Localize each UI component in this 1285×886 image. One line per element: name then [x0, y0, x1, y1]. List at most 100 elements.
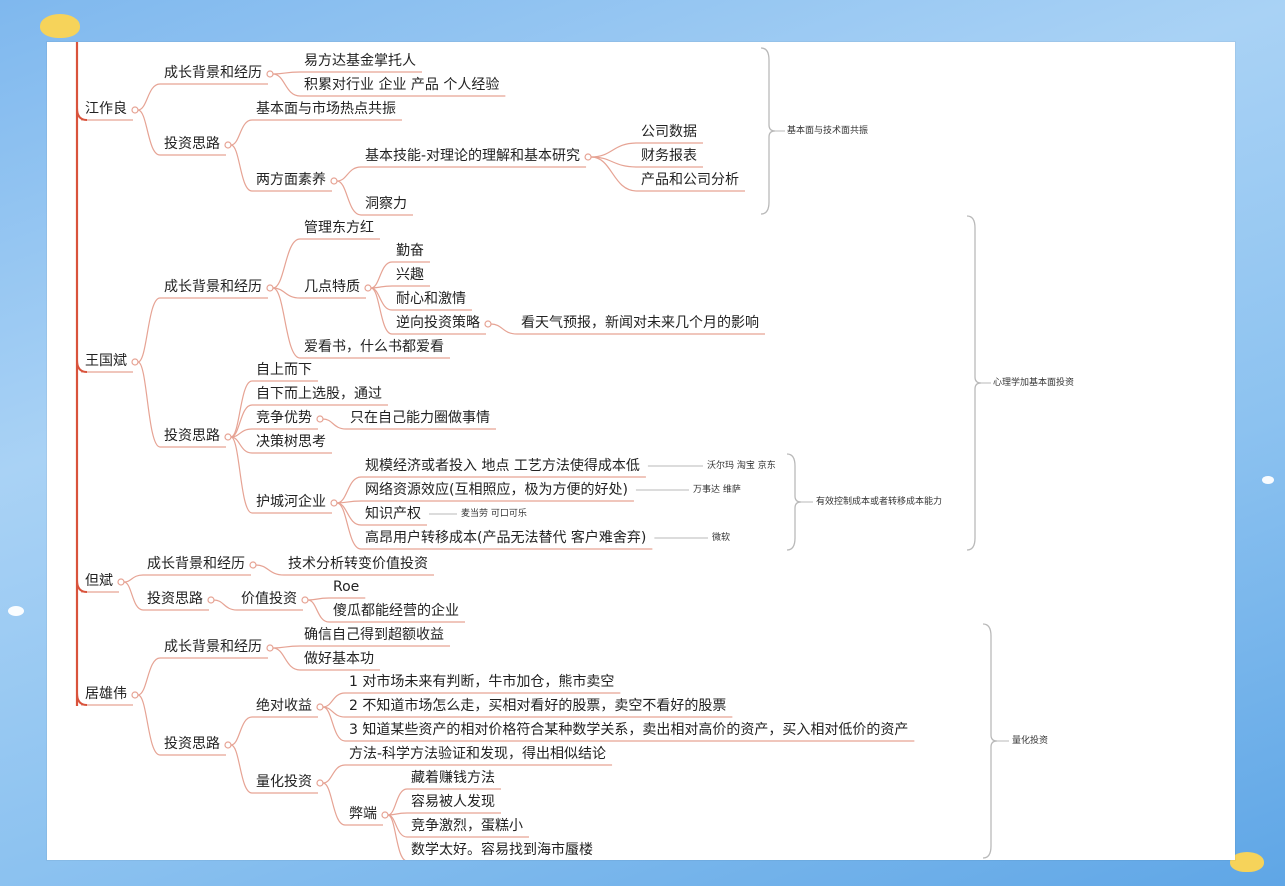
node-wang-th2[interactable]: 自下而上选股，通过: [256, 386, 382, 402]
node-jiang-s1[interactable]: 公司数据: [641, 124, 697, 140]
connector: [213, 599, 238, 611]
node-wang-m3[interactable]: 知识产权: [365, 506, 421, 522]
connector: [272, 287, 301, 359]
collapse-dot: [224, 741, 232, 749]
node-dan-bg1[interactable]: 技术分析转变价值投资: [288, 556, 428, 572]
node-ju-bg2[interactable]: 做好基本功: [304, 651, 374, 667]
node-wang-bg[interactable]: 成长背景和经历: [164, 279, 262, 295]
connector: [230, 436, 253, 514]
node-wang-t1[interactable]: 勤奋: [396, 243, 424, 259]
node-dan-v1[interactable]: Roe: [333, 579, 360, 595]
node-wang-m1[interactable]: 规模经济或者投入 地点 工艺方法使得成本低: [365, 458, 640, 474]
connector: [230, 404, 253, 438]
node-jiang-bg1[interactable]: 易方达基金掌托人: [304, 53, 416, 69]
collapse-dot: [330, 177, 338, 185]
node-jiang-bg2[interactable]: 积累对行业 企业 产品 个人经验: [304, 77, 500, 93]
node-wang-m1a[interactable]: 沃尔玛 淘宝 京东: [707, 461, 776, 471]
connector: [336, 166, 362, 182]
star-decoration: [40, 14, 80, 38]
node-ju-bg1[interactable]: 确信自己得到超额收益: [304, 627, 444, 643]
node-wang-bg1[interactable]: 管理东方红: [304, 220, 374, 236]
collapse-dot: [131, 358, 139, 366]
node-jiang-th2[interactable]: 两方面素养: [256, 172, 326, 188]
node-ju-bg[interactable]: 成长背景和经历: [164, 639, 262, 655]
node-jiang-bg[interactable]: 成长背景和经历: [164, 65, 262, 81]
node-ju-a2[interactable]: 2 不知道市场怎么走，买相对看好的股票，卖空不看好的股票: [349, 698, 727, 714]
summary-wang[interactable]: 心理学加基本面投资: [993, 378, 1075, 388]
node-jiang-s2[interactable]: 财务报表: [641, 148, 697, 164]
node-dan-bg[interactable]: 成长背景和经历: [147, 556, 245, 572]
node-jiang-insight[interactable]: 洞察力: [365, 196, 407, 212]
connector: [336, 180, 362, 216]
node-ju-f3[interactable]: 竞争激烈，蛋糕小: [411, 818, 523, 834]
connector: [137, 657, 161, 696]
node-ju-f2[interactable]: 容易被人发现: [411, 794, 495, 810]
connector: [137, 297, 161, 363]
node-dan-th[interactable]: 投资思路: [147, 591, 203, 607]
node-ju[interactable]: 居雄伟: [85, 686, 127, 702]
node-ju-abs[interactable]: 绝对收益: [256, 698, 312, 714]
node-jiang[interactable]: 江作良: [85, 101, 127, 117]
node-wang-traits[interactable]: 几点特质: [304, 279, 360, 295]
node-dan[interactable]: 但斌: [85, 573, 113, 589]
node-wang-th3[interactable]: 竞争优势: [256, 410, 312, 426]
node-wang-m2[interactable]: 网络资源效应(互相照应，极为方便的好处): [365, 482, 628, 498]
node-wang-t3[interactable]: 耐心和激情: [396, 291, 466, 307]
connector: [230, 380, 253, 438]
connector: [307, 599, 330, 623]
node-jiang-th[interactable]: 投资思路: [164, 136, 220, 152]
connector: [123, 574, 144, 583]
connector: [137, 361, 161, 448]
connector: [387, 814, 407, 860]
collapse-dot: [266, 70, 274, 78]
connector: [272, 287, 301, 299]
node-jiang-skill[interactable]: 基本技能-对理论的理解和基本研究: [365, 148, 581, 164]
collapse-dot: [301, 596, 309, 604]
node-wang-t4[interactable]: 逆向投资策略: [396, 315, 480, 331]
collapse-dot: [266, 284, 274, 292]
node-jiang-s3[interactable]: 产品和公司分析: [641, 172, 739, 188]
node-dan-v2[interactable]: 傻瓜都能经营的企业: [333, 603, 459, 619]
node-dan-value[interactable]: 价值投资: [241, 591, 297, 607]
connector: [336, 502, 362, 526]
collapse-dot: [316, 415, 324, 423]
connector: [230, 744, 253, 794]
node-ju-f1[interactable]: 藏着赚钱方法: [411, 770, 495, 786]
connector: [322, 706, 346, 742]
node-wang-th1[interactable]: 自上而下: [256, 362, 312, 378]
summary-jiang[interactable]: 基本面与技术面共振: [787, 126, 869, 136]
connector: [272, 238, 301, 289]
node-wang-th[interactable]: 投资思路: [164, 428, 220, 444]
node-wang-t4a[interactable]: 看天气预报，新闻对未来几个月的影响: [521, 315, 759, 331]
summary-bracket: [982, 623, 998, 859]
mindmap-canvas: 江作良 成长背景和经历 易方达基金掌托人 积累对行业 企业 产品 个人经验 投资…: [47, 42, 1235, 860]
node-wang-th4[interactable]: 决策树思考: [256, 434, 326, 450]
node-wang-moat[interactable]: 护城河企业: [256, 494, 326, 510]
node-ju-q1[interactable]: 方法-科学方法验证和发现，得出相似结论: [349, 746, 607, 762]
node-wang-t2[interactable]: 兴趣: [396, 267, 424, 283]
dot-decoration: [1262, 476, 1274, 484]
node-ju-th[interactable]: 投资思路: [164, 736, 220, 752]
node-wang-m3a[interactable]: 麦当劳 可口可乐: [461, 509, 527, 519]
node-ju-a1[interactable]: 1 对市场未来有判断，牛市加仓，熊市卖空: [349, 674, 615, 690]
summary-wang-moat[interactable]: 有效控制成本或者转移成本能力: [816, 497, 943, 507]
node-wang[interactable]: 王国斌: [85, 353, 127, 369]
connector: [336, 476, 362, 504]
collapse-dot: [224, 141, 232, 149]
collapse-dot: [584, 153, 592, 161]
node-wang-m4[interactable]: 高昂用户转移成本(产品无法替代 客户难舍弃): [365, 530, 647, 546]
connector: [230, 144, 253, 192]
node-jiang-th1[interactable]: 基本面与市场热点共振: [256, 101, 396, 117]
node-ju-f4[interactable]: 数学太好。容易找到海市蜃楼: [411, 842, 593, 858]
summary-bracket: [760, 47, 776, 215]
node-wang-bg2[interactable]: 爱看书，什么书都爱看: [304, 339, 444, 355]
node-wang-m2a[interactable]: 万事达 维萨: [693, 485, 741, 495]
connector: [137, 109, 161, 156]
node-ju-flaw[interactable]: 弊端: [349, 806, 377, 822]
node-wang-th3a[interactable]: 只在自己能力圈做事情: [350, 410, 490, 426]
node-ju-quant[interactable]: 量化投资: [256, 774, 312, 790]
node-wang-m4a[interactable]: 微软: [712, 533, 731, 543]
summary-ju[interactable]: 量化投资: [1012, 736, 1049, 746]
node-ju-a3[interactable]: 3 知道某些资产的相对价格符合某种数学关系，卖出相对高价的资产，买入相对低价的资…: [349, 722, 909, 738]
connector: [322, 418, 347, 430]
